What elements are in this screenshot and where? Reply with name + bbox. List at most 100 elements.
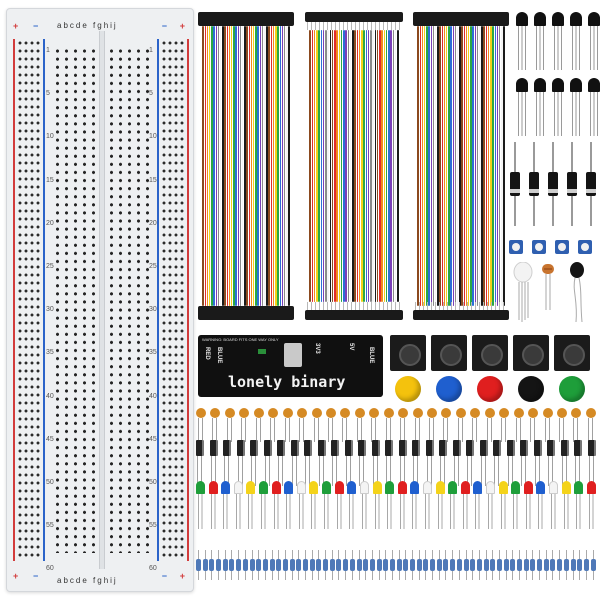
jumper-wire xyxy=(454,26,457,306)
potentiometer-icon xyxy=(509,240,523,254)
jumper-wire xyxy=(352,30,354,302)
jumper-wire xyxy=(390,30,392,302)
jumper-wire xyxy=(498,26,501,306)
resistor-icon xyxy=(470,550,476,580)
left-power-rail xyxy=(13,39,33,561)
jumper-wire xyxy=(421,26,424,306)
ceramic-capacitor-icon xyxy=(196,408,206,442)
electrolytic-capacitor-icon xyxy=(493,440,502,486)
transistor-icon xyxy=(588,12,600,70)
led-icon xyxy=(574,481,584,529)
jumper-wire xyxy=(345,30,347,302)
ceramic-capacitor-icon xyxy=(239,408,250,442)
jumper-wire xyxy=(372,30,374,302)
jumper-wire xyxy=(443,26,446,306)
jumper-wire xyxy=(237,26,240,306)
resistor-icon xyxy=(590,550,596,580)
ceramic-capacitor-icon xyxy=(542,408,553,442)
resistor-icon xyxy=(550,550,556,580)
power-supply-module: WARNING: BOARD FITS ONE WAY ONLY RED BLU… xyxy=(198,335,383,397)
row-number: 35 xyxy=(149,349,157,357)
electrolytic-capacitor-icon xyxy=(250,440,259,486)
resistor-icon xyxy=(343,550,349,580)
ceramic-capacitor-icon xyxy=(311,408,322,442)
jumper-wire xyxy=(463,26,466,306)
jumper-wire xyxy=(356,30,359,302)
resistor-icon xyxy=(476,550,482,580)
jumper-wire xyxy=(213,26,215,306)
jumper-wire xyxy=(435,26,437,306)
led-row xyxy=(196,481,596,529)
jumper-wire xyxy=(288,26,290,306)
ceramic-capacitor-icon xyxy=(325,408,336,442)
diode-icon xyxy=(529,142,539,226)
resistor-icon xyxy=(269,550,275,580)
label-3v3: 3V3 xyxy=(314,343,320,354)
resistor-icon xyxy=(303,550,308,580)
tactile-button-icon xyxy=(431,335,467,371)
ceramic-capacitor-icon xyxy=(297,408,308,442)
jumper-wire xyxy=(239,26,242,306)
jumper-wire-bundle-male-male xyxy=(305,12,403,320)
resistor-icon xyxy=(483,550,489,580)
jumper-wire-bundle-female-female xyxy=(198,12,294,320)
led-icon xyxy=(284,481,294,529)
resistor-icon xyxy=(222,550,228,580)
rail-plus-label-right: + xyxy=(179,21,185,31)
resistor-icon xyxy=(570,550,576,580)
electrolytic-capacitor-icon xyxy=(277,440,286,486)
electrolytic-capacitor-icon xyxy=(439,440,448,486)
resistor-icon xyxy=(242,550,248,580)
ceramic-capacitor-icon xyxy=(253,408,264,442)
rail-minus-label-bottom: − xyxy=(33,571,39,581)
jumper-wire xyxy=(309,30,311,302)
jumper-wire xyxy=(264,26,266,306)
jumper-wire xyxy=(367,30,370,302)
rail-minus-label: − xyxy=(33,21,39,31)
jumper-wire xyxy=(320,30,323,302)
jumper-wire xyxy=(272,26,275,306)
thermistor-icon xyxy=(570,262,584,323)
tactile-button-icon xyxy=(390,335,426,371)
jumper-wire xyxy=(503,26,505,306)
transistor-icon xyxy=(534,78,546,136)
potentiometer-icon xyxy=(578,240,592,254)
resistor-icon xyxy=(282,550,288,580)
jumper-wire xyxy=(441,26,444,306)
row-number: 20 xyxy=(149,219,157,227)
resistor-icon xyxy=(530,550,536,580)
power-module-warning: WARNING: BOARD FITS ONE WAY ONLY xyxy=(202,337,279,342)
jumper-wire xyxy=(481,26,483,306)
resistor-icon xyxy=(436,550,442,580)
resistor-icon xyxy=(563,550,569,580)
resistor-icon xyxy=(456,550,462,580)
label-red: RED xyxy=(204,347,210,360)
resistor-icon xyxy=(229,550,235,580)
ceramic-capacitor-icon xyxy=(354,408,365,442)
jumper-wire xyxy=(437,26,439,306)
jumper-wire xyxy=(231,26,233,306)
electrolytic-capacitor-icon xyxy=(223,440,232,486)
electrolytic-capacitor-icon xyxy=(533,440,542,486)
electrolytic-capacitor-icon xyxy=(412,440,421,486)
jumper-wire xyxy=(439,26,441,306)
row-number: 55 xyxy=(46,522,54,530)
row-number: 35 xyxy=(46,349,54,357)
terminal-block-right xyxy=(107,47,153,553)
led-icon xyxy=(385,481,395,529)
row-number: 15 xyxy=(149,176,157,184)
resistor-icon xyxy=(423,550,429,580)
resistor-icon xyxy=(289,550,295,580)
resistor-icon xyxy=(296,550,302,580)
jumper-wire xyxy=(343,30,345,302)
resistor-icon xyxy=(543,550,549,580)
jumper-wire xyxy=(257,26,259,306)
jumper-wire xyxy=(266,26,268,306)
jumper-wire xyxy=(379,30,381,302)
resistor-icon xyxy=(202,550,208,580)
jumper-wire xyxy=(419,26,422,306)
jumper-wire xyxy=(283,26,286,306)
row-number: 55 xyxy=(149,522,157,530)
jumper-wire xyxy=(325,30,327,302)
jumper-wire xyxy=(334,30,336,302)
